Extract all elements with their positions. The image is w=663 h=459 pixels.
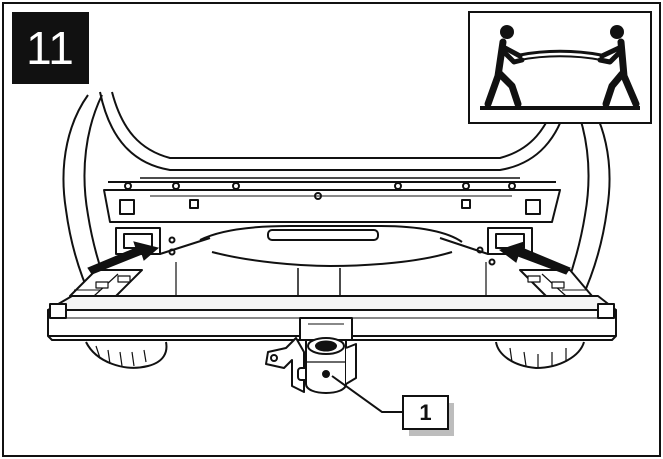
step-number: 11 (26, 22, 74, 74)
two-person-lift-inset (468, 11, 652, 124)
direction-arrows (87, 241, 571, 275)
left-tyre (85, 341, 168, 369)
rear-tyres (85, 341, 585, 370)
towbar-crossbeam (47, 269, 617, 341)
vehicle-rear-body (62, 91, 611, 306)
callout-leader (331, 375, 404, 413)
step-badge-background (12, 12, 89, 84)
step-badge: 11 (12, 12, 89, 84)
two-person-lift-icon (480, 25, 640, 110)
callout-box-1: 1 (402, 395, 454, 436)
arrow-left-mount (87, 241, 160, 275)
right-tyre (495, 341, 585, 370)
callout-label-1: 1 (419, 400, 431, 425)
arrow-right-mount (498, 241, 571, 275)
